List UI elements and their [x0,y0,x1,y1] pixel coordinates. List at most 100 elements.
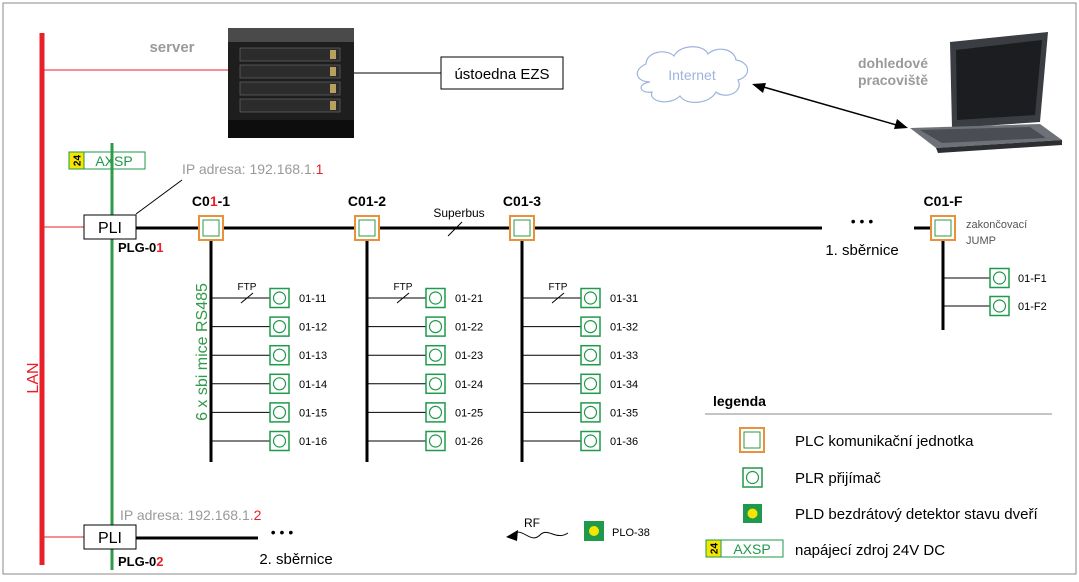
pli1-label: PLI [98,220,122,237]
plr-receiver-circle [583,348,598,362]
plr-receiver-icon [580,287,601,309]
plg1-prefix: PLG-0 [118,240,156,255]
bus2-dots: • • • [271,524,294,540]
plg2-prefix: PLG-0 [118,554,156,569]
legend-pld-icon-dot [747,508,758,519]
axsp-top-label: AXSP [95,153,132,169]
pli2-box [83,524,137,550]
laptop-icon [910,32,1062,153]
plr-receiver-circle [272,291,287,305]
plr-receiver-icon [580,373,601,395]
legend-plc-icon-inner [743,431,761,449]
legend-axsp-badge-text: 24 [710,543,721,555]
receiver-label: 01-25 [455,407,483,419]
rs485-label: 6 x sbi mice RS485 [194,283,211,421]
ftp-label-3: FTP [549,282,568,293]
plr-receiver-circle [428,348,443,362]
server-cabinet-icon [228,28,354,138]
plr-receiver-icon [580,316,601,337]
receiver-label: 01-22 [455,322,483,334]
superbus-label: Superbus [433,206,484,220]
plr-receiver-icon [269,344,290,366]
c01-1-red: 1 [210,193,218,209]
workstation-label-2: pracoviště [858,72,928,88]
plr-receiver-circle [272,434,287,448]
plr-receiver-icon [425,402,446,423]
bus2-label: 2. sběrnice [259,551,332,568]
plc-c01-1-inner [202,219,220,237]
c01-1-post: -1 [218,193,231,209]
plr-receiver-icon [425,344,446,366]
legend-plr-text: PLR přijímač [795,470,881,487]
plr-receiver-icon [425,430,446,452]
pld-device-dot [589,526,599,536]
plr-receiver-circle [992,271,1007,285]
plr-receiver-icon [269,430,290,452]
plr-receiver-icon [425,316,446,337]
ip1-suffix: 1 [316,161,324,177]
legend-pld-text: PLD bezdrátový detektor stavu dveří [795,506,1038,523]
legend-plr-icon [742,467,763,488]
ftp-label-1: FTP [238,282,257,293]
receiver-label: 01-33 [610,350,638,362]
ip2-prefix: IP adresa: 192.168.1. [120,507,254,523]
c01-1-pre: C0 [192,193,210,209]
receiver-label: 01-31 [610,293,638,305]
rf-wave [511,531,569,539]
ip1-prefix: IP adresa: 192.168.1. [182,161,316,177]
plr-receiver-icon [580,430,601,452]
superbus-tick [447,221,463,237]
central-unit-label: ústoedna EZS [454,66,549,83]
receiver-label: 01-16 [299,436,327,448]
plg1-label: PLG-01 [118,240,164,255]
receiver-label: 01-23 [455,350,483,362]
receiver-label: 01-21 [455,293,483,305]
plr-receiver-circle [272,405,287,419]
legend-axsp-box [720,539,784,558]
controller-c01-1-label: C01-1 [192,193,230,209]
plr-receiver-icon [989,295,1010,317]
plr-receiver-circle [583,320,598,334]
plr-receiver-icon [269,316,290,337]
ip2-suffix: 2 [254,507,262,523]
receiver-label: 01-34 [610,379,638,391]
plr-receiver-circle [583,377,598,391]
plc-c01-3-inner [513,219,531,237]
receiver-label: 01-12 [299,322,327,334]
ftp-label-2: FTP [394,282,413,293]
legend-axsp-label: AXSP [733,541,770,557]
arrowhead-left [752,83,766,93]
legend-plr-icon-circle [745,470,760,485]
plr-receiver-icon [269,402,290,423]
terminator-label-2: JUMP [966,235,996,247]
terminator-label-1: zakončovací [966,219,1027,231]
lan-label: LAN [25,362,42,393]
axsp-top-badge-text: 24 [73,155,84,167]
rf-arrowhead [506,530,518,541]
plg2-label: PLG-02 [118,554,164,569]
plg1-suffix: 1 [156,240,163,255]
plr-receiver-circle [428,291,443,305]
internet-cloud [636,46,749,103]
plr-receiver-circle [583,291,598,305]
pli2-label: PLI [98,530,122,547]
bus1-dots: • • • [851,213,874,229]
plr-receiver-circle [272,320,287,334]
receiver-label: 01-32 [610,322,638,334]
plr-receiver-circle [583,434,598,448]
plr-receiver-circle [992,299,1007,313]
receiver-label: 01-11 [299,293,326,305]
receiver-label: 01-26 [455,436,483,448]
plr-receiver-circle [428,320,443,334]
receiver-label: 01-14 [299,379,327,391]
pli1-box [83,214,137,240]
plr-receiver-icon [269,373,290,395]
receiver-label: 01-F2 [1018,301,1047,313]
plc-c01-f-inner [934,219,952,237]
plr-receiver-icon [580,402,601,423]
receiver-columns: FTP01-1101-1201-1301-1401-1501-16FTP01-2… [198,215,1047,462]
pld-device-label: PLO-38 [612,527,650,539]
plr-receiver-circle [428,377,443,391]
plr-receiver-icon [989,267,1010,289]
